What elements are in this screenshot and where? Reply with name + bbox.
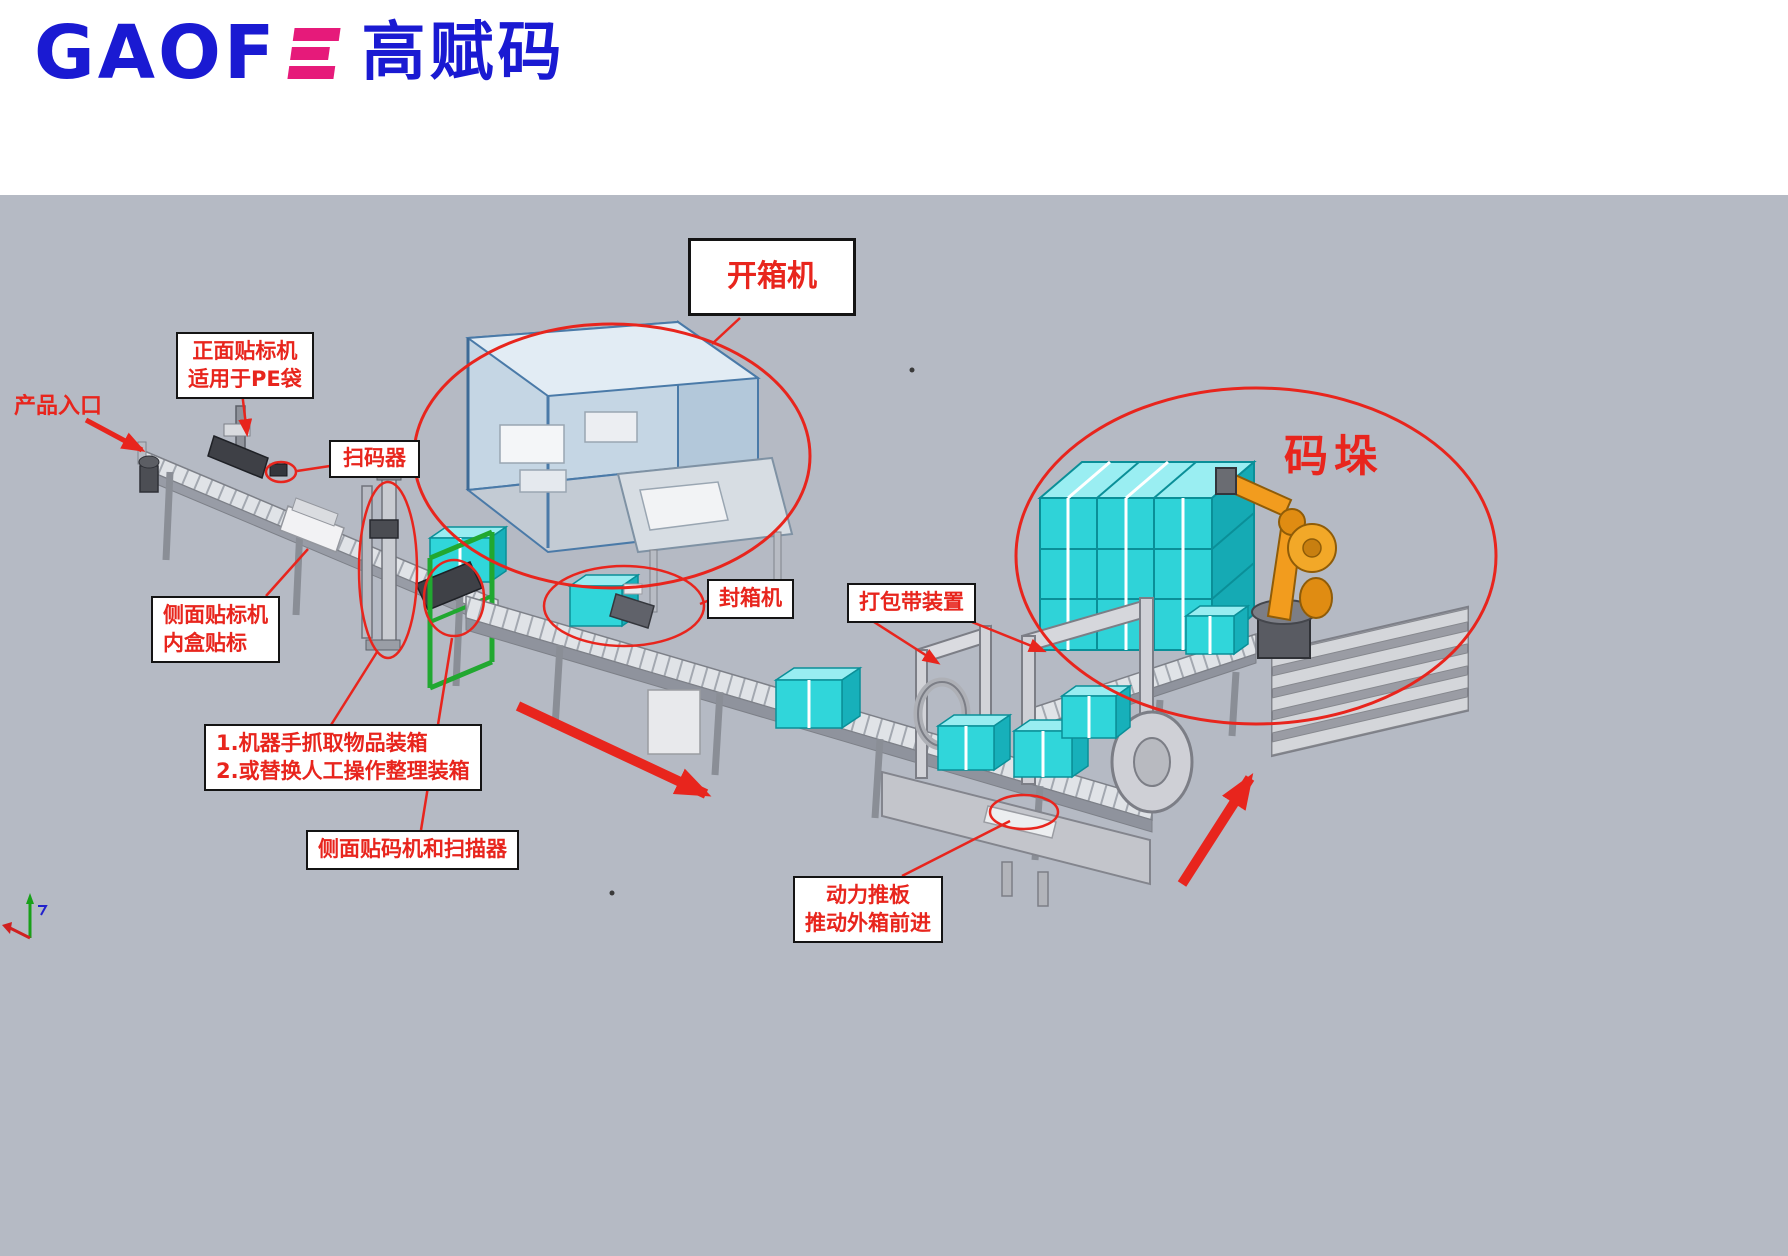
carton-box bbox=[1059, 684, 1133, 740]
label-pusher-line2: 推动外箱前进 bbox=[805, 910, 931, 935]
brand-cjk-text: 高赋码 bbox=[361, 16, 566, 90]
box-sealer-device bbox=[567, 573, 655, 629]
carton-box bbox=[1183, 604, 1251, 656]
annotation-ellipse-palletizing bbox=[1014, 386, 1498, 726]
stray-dot bbox=[909, 367, 915, 373]
label-strapping-text: 打包带装置 bbox=[859, 590, 964, 614]
label-palletizing: 码垛 bbox=[1284, 428, 1384, 486]
label-scanner-text: 扫码器 bbox=[343, 446, 406, 470]
stray-dot bbox=[609, 890, 615, 896]
leader-pusher bbox=[901, 819, 1011, 878]
label-box-sealer: 封箱机 bbox=[707, 579, 794, 619]
carton-box bbox=[935, 713, 1013, 772]
arrow-flow-middle bbox=[515, 701, 712, 799]
label-front-labeler: 正面贴标机 适用于PE袋 bbox=[176, 332, 314, 400]
label-strapping: 打包带装置 bbox=[847, 583, 976, 623]
label-product-entry: 产品入口 bbox=[14, 392, 102, 421]
annotation-ellipse-scanner bbox=[264, 460, 298, 484]
barcode-scanner-device bbox=[269, 463, 288, 477]
label-product-entry-text: 产品入口 bbox=[14, 394, 103, 419]
leader-robot-note bbox=[329, 651, 379, 726]
label-side-labeler-line2: 内盒贴标 bbox=[163, 630, 247, 655]
box-opener-machine bbox=[465, 320, 794, 613]
label-side-labeler: 侧面贴标机 内盒贴标 bbox=[151, 596, 280, 664]
label-pusher-line1: 动力推板 bbox=[826, 883, 910, 907]
label-box-sealer-text: 封箱机 bbox=[719, 586, 782, 610]
pe-bag-device bbox=[279, 497, 345, 553]
label-front-labeler-line2: 适用于PE袋 bbox=[188, 366, 302, 391]
annotation-ellipse-sealer bbox=[542, 564, 706, 648]
label-box-opener: 开箱机 bbox=[688, 238, 856, 316]
leader-box-opener bbox=[711, 317, 741, 345]
label-robot-note-line2: 2.或替换人工操作整理装箱 bbox=[216, 758, 470, 783]
side-labeler-towers bbox=[361, 469, 402, 651]
header: GAOF 高赋码 bbox=[0, 0, 1788, 195]
label-robot-note-line1: 1.机器手抓取物品装箱 bbox=[216, 731, 428, 755]
label-robot-note: 1.机器手抓取物品装箱 2.或替换人工操作整理装箱 bbox=[204, 724, 482, 792]
strapping-portal bbox=[1021, 596, 1154, 785]
label-side-coder-text: 侧面贴码机和扫描器 bbox=[318, 837, 507, 861]
arrow-flow-to-pallet bbox=[1177, 772, 1255, 887]
leader-side-labeler bbox=[265, 548, 309, 597]
label-side-coder: 侧面贴码机和扫描器 bbox=[306, 830, 519, 870]
palletizer-robot bbox=[1215, 467, 1337, 659]
label-pusher: 动力推板 推动外箱前进 bbox=[793, 876, 943, 944]
label-palletizing-text: 码垛 bbox=[1284, 431, 1384, 482]
axis-triad-icon bbox=[2, 893, 48, 940]
arrow-strapping-2 bbox=[971, 620, 1047, 653]
annotation-ellipse-pusher bbox=[988, 793, 1060, 831]
label-scanner: 扫码器 bbox=[329, 440, 420, 478]
carton-box bbox=[773, 666, 863, 730]
label-front-labeler-line1: 正面贴标机 bbox=[192, 339, 298, 363]
label-side-labeler-line1: 侧面贴标机 bbox=[163, 603, 268, 627]
arrow-strapping-1 bbox=[873, 620, 941, 665]
annotation-ellipse-side-labeler bbox=[357, 480, 419, 660]
big-disc bbox=[1110, 710, 1194, 814]
logo-e-bars-icon bbox=[287, 27, 342, 79]
brand-logo: GAOF 高赋码 bbox=[34, 16, 565, 90]
arrow-product-entry bbox=[84, 417, 146, 453]
leader-scanner bbox=[296, 464, 331, 473]
label-box-opener-text: 开箱机 bbox=[727, 259, 817, 294]
annotation-ellipse-green-machine bbox=[422, 558, 486, 638]
brand-latin-text: GAOF bbox=[34, 10, 278, 96]
